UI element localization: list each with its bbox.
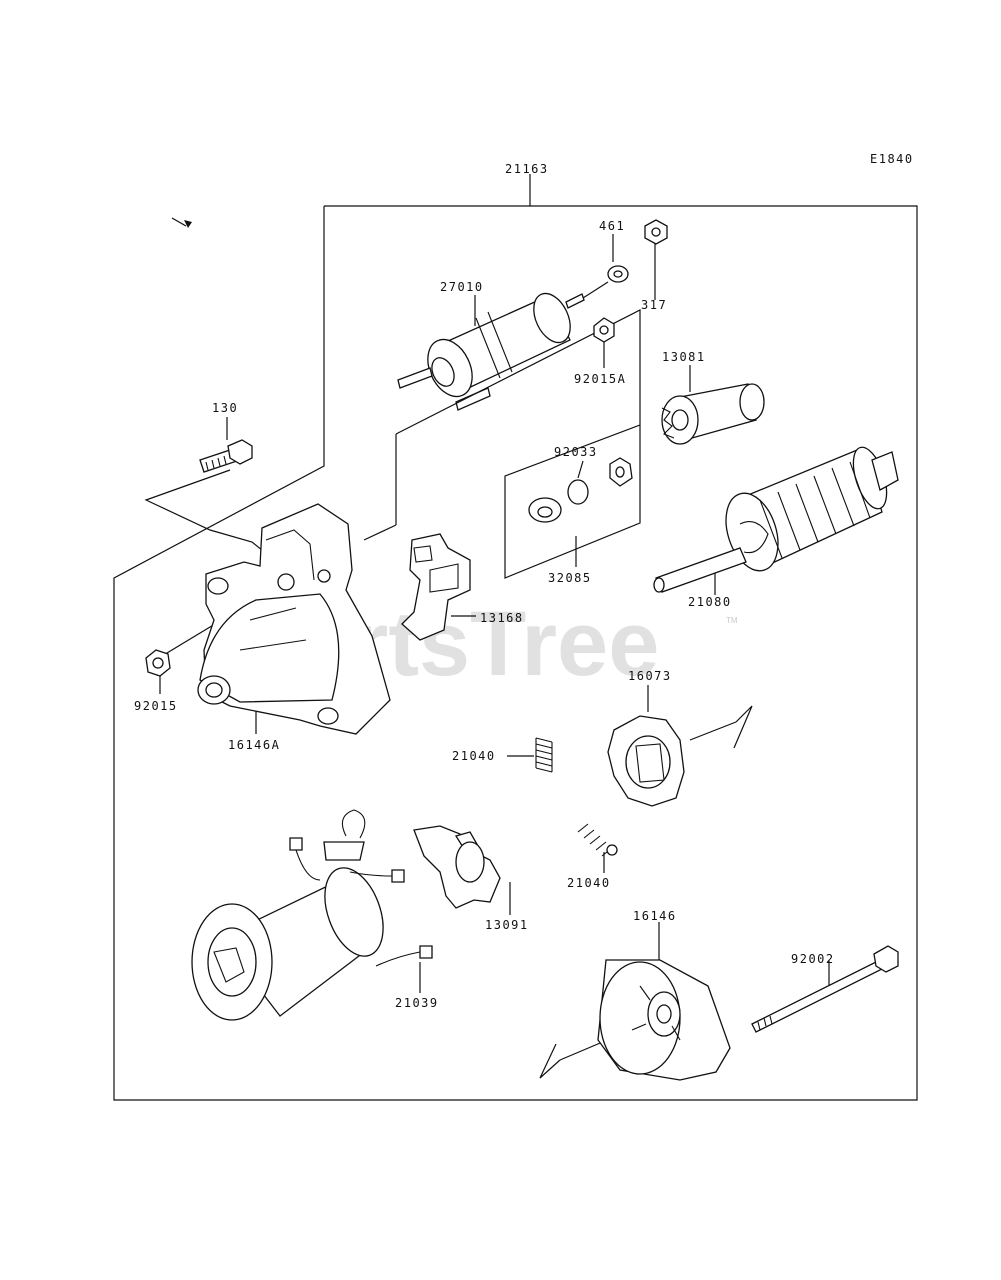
label-13091: 13091 bbox=[485, 918, 529, 932]
label-16146A: 16146A bbox=[228, 738, 280, 752]
part-92033-ring[interactable] bbox=[567, 479, 589, 505]
part-27010-solenoid[interactable] bbox=[397, 288, 585, 411]
part-13168-shift-lever[interactable] bbox=[401, 533, 471, 641]
part-16073-brush-plate[interactable] bbox=[607, 715, 685, 807]
diagram-code: E1840 bbox=[870, 152, 914, 166]
part-21039-yoke[interactable] bbox=[191, 809, 433, 1021]
part-32085-washer[interactable] bbox=[528, 497, 562, 523]
part-13091-brush-plate[interactable] bbox=[413, 825, 501, 909]
part-130-bolt[interactable] bbox=[199, 439, 253, 473]
part-21040-spring-b[interactable] bbox=[577, 823, 618, 857]
label-16146: 16146 bbox=[633, 909, 677, 923]
label-92002: 92002 bbox=[791, 952, 835, 966]
label-21163: 21163 bbox=[505, 162, 549, 176]
part-92015A-nut[interactable] bbox=[593, 317, 615, 343]
label-92015: 92015 bbox=[134, 699, 178, 713]
assembly-frame bbox=[113, 174, 918, 1101]
label-317: 317 bbox=[641, 298, 667, 312]
label-21080: 21080 bbox=[688, 595, 732, 609]
part-92002-through-bolt[interactable] bbox=[751, 945, 899, 1033]
part-13081-pinion[interactable] bbox=[661, 383, 765, 445]
part-461-washer[interactable] bbox=[607, 265, 629, 283]
label-92033: 92033 bbox=[554, 445, 598, 459]
part-21040-spring-a[interactable] bbox=[535, 737, 553, 773]
part-317-nut[interactable] bbox=[644, 219, 668, 245]
part-labels: 21163 461 317 27010 92015A 13081 130 920… bbox=[134, 162, 835, 1010]
label-461: 461 bbox=[599, 219, 625, 233]
part-16146A-drive-housing[interactable] bbox=[197, 503, 391, 735]
label-27010: 27010 bbox=[440, 280, 484, 294]
label-16073: 16073 bbox=[628, 669, 672, 683]
part-92015-nut[interactable] bbox=[145, 649, 171, 677]
label-13168: 13168 bbox=[480, 611, 524, 625]
label-21040-a: 21040 bbox=[452, 749, 496, 763]
label-130: 130 bbox=[212, 401, 238, 415]
label-21040-b: 21040 bbox=[567, 876, 611, 890]
label-21039: 21039 bbox=[395, 996, 439, 1010]
label-92015A: 92015A bbox=[574, 372, 626, 386]
part-32085-nut[interactable] bbox=[609, 457, 633, 487]
arrow-mark-icon bbox=[171, 217, 192, 228]
watermark-tm: TM bbox=[726, 616, 738, 625]
part-21080-armature[interactable] bbox=[653, 443, 899, 593]
part-16146-rear-cover[interactable] bbox=[597, 959, 731, 1081]
label-13081: 13081 bbox=[662, 350, 706, 364]
label-32085: 32085 bbox=[548, 571, 592, 585]
